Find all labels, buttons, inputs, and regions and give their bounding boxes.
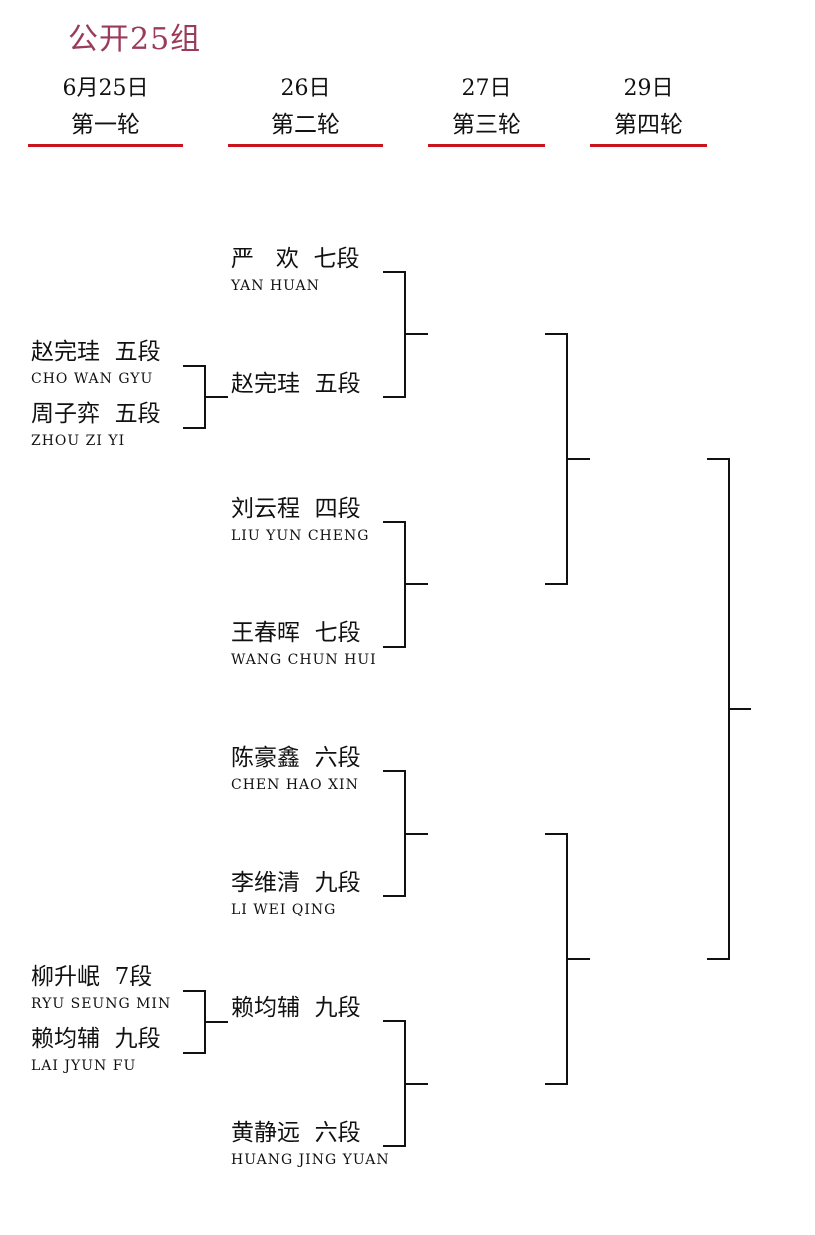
round-date: 27日 bbox=[461, 76, 512, 101]
round-header-4: 29日 第四轮 bbox=[590, 74, 707, 142]
round-underline bbox=[590, 144, 707, 147]
round-date: 29日 bbox=[623, 76, 674, 101]
round-name: 第三轮 bbox=[452, 112, 521, 138]
bracket-connector bbox=[383, 271, 428, 398]
round-date: 6月25日 bbox=[62, 76, 149, 101]
player-name-en: LAI JYUN FU bbox=[31, 1058, 137, 1074]
player-name-cn: 赖均辅 九段 bbox=[31, 1026, 161, 1052]
bracket-connector bbox=[545, 833, 590, 1085]
player-name-cn: 周子弈 五段 bbox=[31, 401, 161, 427]
round-name: 第四轮 bbox=[614, 112, 683, 138]
round1-player: 赵完珪 五段 CHO WAN GYU bbox=[31, 338, 161, 388]
player-name-cn: 赵完珪 五段 bbox=[231, 371, 361, 397]
round1-player: 赖均辅 九段 LAI JYUN FU bbox=[31, 1025, 161, 1075]
player-name-cn: 赵完珪 五段 bbox=[31, 339, 161, 365]
player-name-en: YAN HUAN bbox=[231, 278, 320, 294]
player-name-en: LIU YUN CHENG bbox=[231, 528, 370, 544]
round2-player: 严 欢 七段 YAN HUAN bbox=[231, 245, 360, 295]
bracket-connector bbox=[545, 333, 590, 585]
player-name-en: LI WEI QING bbox=[231, 902, 337, 918]
round2-player: 陈豪鑫 六段 CHEN HAO XIN bbox=[231, 744, 361, 794]
player-name-en: ZHOU ZI YI bbox=[31, 433, 126, 449]
player-name-cn: 李维清 九段 bbox=[231, 870, 361, 896]
bracket-connector bbox=[183, 990, 228, 1054]
player-name-cn: 严 欢 七段 bbox=[231, 246, 360, 272]
round-underline bbox=[228, 144, 383, 147]
bracket-connector bbox=[707, 458, 751, 960]
player-name-cn: 王春晖 七段 bbox=[231, 620, 361, 646]
player-name-en: HUANG JING YUAN bbox=[231, 1152, 390, 1168]
round-name: 第二轮 bbox=[271, 112, 340, 138]
round-name: 第一轮 bbox=[71, 112, 140, 138]
player-name-cn: 黄静远 六段 bbox=[231, 1120, 361, 1146]
round-underline bbox=[428, 144, 545, 147]
player-name-en: WANG CHUN HUI bbox=[231, 652, 377, 668]
group-title: 公开25组 bbox=[68, 22, 202, 57]
round2-player: 赖均辅 九段 bbox=[231, 994, 361, 1022]
round-date: 26日 bbox=[280, 76, 331, 101]
round2-player: 李维清 九段 LI WEI QING bbox=[231, 869, 361, 919]
round2-player: 赵完珪 五段 bbox=[231, 370, 361, 398]
player-name-en: CHEN HAO XIN bbox=[231, 777, 359, 793]
round-underline bbox=[28, 144, 183, 147]
round-header-2: 26日 第二轮 bbox=[228, 74, 383, 142]
player-name-cn: 刘云程 四段 bbox=[231, 496, 361, 522]
round2-player: 黄静远 六段 HUANG JING YUAN bbox=[231, 1119, 390, 1169]
round2-player: 刘云程 四段 LIU YUN CHENG bbox=[231, 495, 369, 545]
player-name-cn: 陈豪鑫 六段 bbox=[231, 745, 361, 771]
bracket-connector bbox=[383, 521, 428, 648]
bracket-connector bbox=[183, 365, 228, 429]
round1-player: 柳升岷 7段 RYU SEUNG MIN bbox=[31, 963, 171, 1013]
player-name-en: RYU SEUNG MIN bbox=[31, 996, 172, 1012]
player-name-en: CHO WAN GYU bbox=[31, 371, 154, 387]
round-header-1: 6月25日 第一轮 bbox=[28, 74, 183, 142]
round-header-3: 27日 第三轮 bbox=[428, 74, 545, 142]
player-name-cn: 赖均辅 九段 bbox=[231, 995, 361, 1021]
round2-player: 王春晖 七段 WANG CHUN HUI bbox=[231, 619, 377, 669]
round1-player: 周子弈 五段 ZHOU ZI YI bbox=[31, 400, 161, 450]
bracket-connector bbox=[383, 1020, 428, 1147]
bracket-connector bbox=[383, 770, 428, 897]
player-name-cn: 柳升岷 7段 bbox=[31, 964, 153, 990]
